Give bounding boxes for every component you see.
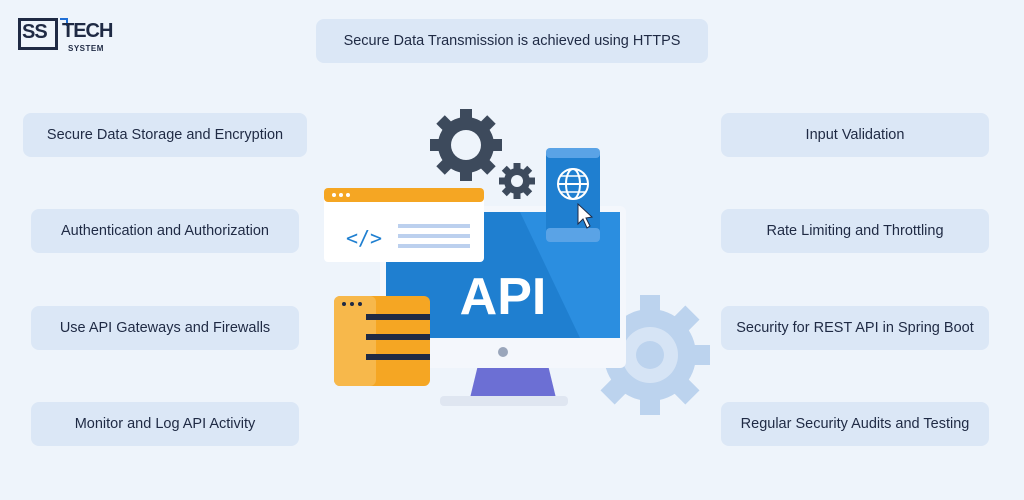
logo-frame bbox=[18, 18, 58, 50]
code-brackets-icon: </> bbox=[346, 226, 382, 250]
topic-right-3: Security for REST API in Spring Boot bbox=[721, 306, 989, 350]
api-label: API bbox=[460, 268, 547, 326]
topic-https: Secure Data Transmission is achieved usi… bbox=[316, 19, 708, 63]
topic-left-3: Use API Gateways and Firewalls bbox=[31, 306, 299, 350]
logo-text-ss: SS bbox=[22, 21, 48, 43]
topic-left-1: Secure Data Storage and Encryption bbox=[23, 113, 307, 157]
api-illustration: API </> bbox=[324, 109, 710, 415]
large-dark-gear-icon bbox=[430, 109, 502, 181]
small-dark-gear-icon bbox=[499, 163, 535, 199]
monitor-stand bbox=[440, 365, 568, 406]
topic-right-2: Rate Limiting and Throttling bbox=[721, 209, 989, 253]
phone-globe-icon bbox=[546, 148, 600, 242]
topic-right-4: Regular Security Audits and Testing bbox=[721, 402, 989, 446]
logo-arrow-icon bbox=[60, 18, 68, 26]
topic-right-1: Input Validation bbox=[721, 113, 989, 157]
brand-logo: SS TECH SYSTEM bbox=[18, 18, 113, 60]
topic-left-4: Monitor and Log API Activity bbox=[31, 402, 299, 446]
logo-text-system: SYSTEM bbox=[68, 44, 104, 53]
topic-left-2: Authentication and Authorization bbox=[31, 209, 299, 253]
server-stack-icon bbox=[334, 296, 430, 386]
code-window bbox=[324, 188, 484, 262]
logo-text-tech: TECH bbox=[62, 20, 113, 42]
